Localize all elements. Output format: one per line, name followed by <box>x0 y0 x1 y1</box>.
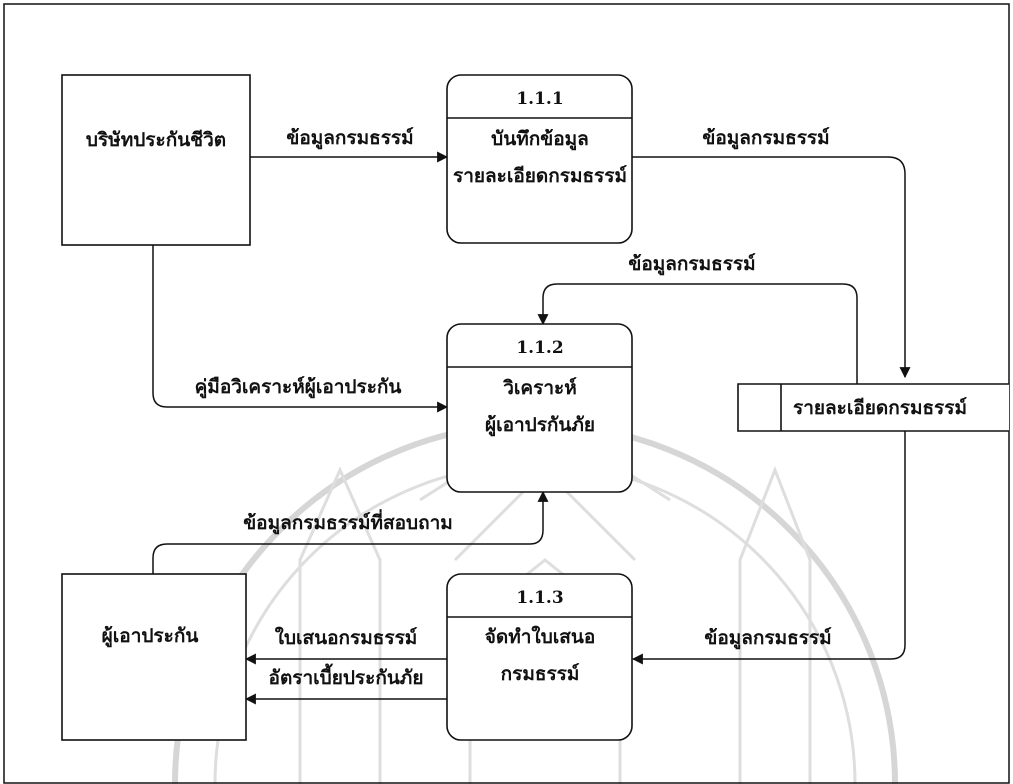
entity-applicant: ผู้เอาประกัน <box>61 573 247 741</box>
flow-p113-to-applicant-2: อัตราเบี้ยประกันภัย <box>244 663 447 705</box>
process-1-1-2: 1.1.2 วิเคราะห์ ผู้เอาปรกันภัย <box>446 323 633 493</box>
entity-applicant-label: ผู้เอาประกัน <box>102 625 199 648</box>
process-1-1-3: 1.1.3 จัดทำใบเสนอ กรมธรรม์ <box>446 573 633 741</box>
data-store-label: รายละเอียดกรมธรรม์ <box>793 397 967 419</box>
process-1-1-1-line2: รายละเอียดกรมธรรม์ <box>453 165 627 187</box>
flow-store-to-p113: ข้อมูลกรมธรรม์ <box>631 431 906 665</box>
process-1-1-1-line1: บันทึกข้อมูล <box>491 128 589 151</box>
flow-label-p113-to-applicant-2: อัตราเบี้ยประกันภัย <box>269 663 424 689</box>
flow-p111-to-store: ข้อมูลกรมธรรม์ <box>632 127 911 379</box>
flow-label-p113-to-applicant-1: ใบเสนอกรมธรรม์ <box>275 626 418 649</box>
flow-label-p111-to-store: ข้อมูลกรมธรรม์ <box>702 127 829 150</box>
process-1-1-2-line1: วิเคราะห์ <box>503 377 577 399</box>
entity-insurance-company-label: บริษัทประกันชีวิต <box>86 129 226 151</box>
process-1-1-2-line2: ผู้เอาปรกันภัย <box>485 414 595 437</box>
flow-label-applicant-to-p112: ข้อมูลกรมธรรม์ที่สอบถาม <box>243 509 453 535</box>
process-1-1-1: 1.1.1 บันทึกข้อมูล รายละเอียดกรมธรรม์ <box>446 74 633 244</box>
entity-insurance-company: บริษัทประกันชีวิต <box>61 74 251 246</box>
flow-company-to-p111: ข้อมูลกรมธรรม์ <box>250 127 449 163</box>
flow-store-to-p112: ข้อมูลกรมธรรม์ <box>537 253 858 384</box>
data-store: รายละเอียดกรมธรรม์ <box>737 383 1009 432</box>
flow-p113-to-applicant-1: ใบเสนอกรมธรรม์ <box>244 626 447 665</box>
process-1-1-1-id: 1.1.1 <box>516 89 563 109</box>
flow-applicant-to-p112: ข้อมูลกรมธรรม์ที่สอบถาม <box>152 490 549 574</box>
flow-label-company-to-p112: คู่มือวิเคราะห์ผู้เอาประกัน <box>195 376 402 399</box>
process-1-1-3-line2: กรมธรรม์ <box>501 663 580 685</box>
process-1-1-2-id: 1.1.2 <box>516 338 563 358</box>
flow-label-store-to-p112: ข้อมูลกรมธรรม์ <box>628 253 755 276</box>
flow-label-company-to-p111: ข้อมูลกรมธรรม์ <box>286 127 413 150</box>
process-1-1-3-line1: จัดทำใบเสนอ <box>485 625 596 648</box>
process-1-1-3-id: 1.1.3 <box>516 588 563 608</box>
flow-label-store-to-p113: ข้อมูลกรมธรรม์ <box>704 627 831 650</box>
flow-company-to-p112: คู่มือวิเคราะห์ผู้เอาประกัน <box>152 245 449 413</box>
